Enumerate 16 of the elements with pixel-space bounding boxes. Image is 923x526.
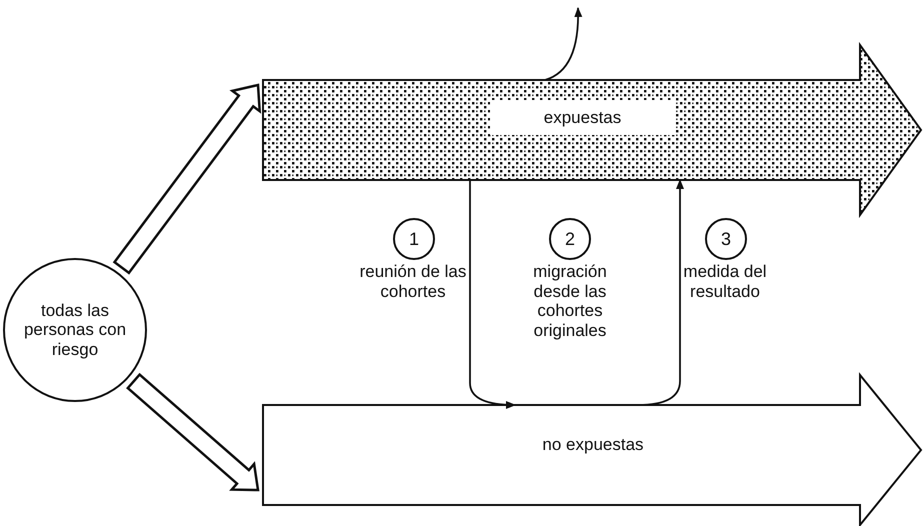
step-number-circle (705, 218, 747, 260)
step-number: 3 (720, 228, 731, 250)
step-number-circle (549, 218, 591, 260)
cohort-label: expuestas (544, 108, 622, 128)
step-caption: reunión de las cohortes (358, 262, 468, 302)
step-number: 1 (408, 228, 419, 250)
step-caption: migración desde las cohortes originales (532, 262, 608, 340)
block-arrow (112, 83, 262, 275)
cohort-label: no expuestas (542, 435, 644, 455)
step-caption: medida del resultado (682, 262, 768, 302)
step-number-circle (393, 218, 435, 260)
population-label: todas las personas con riesgo (22, 300, 128, 360)
step-number: 2 (564, 228, 575, 250)
block-arrow (126, 372, 260, 492)
arrow (544, 7, 582, 81)
arrow (469, 180, 516, 409)
